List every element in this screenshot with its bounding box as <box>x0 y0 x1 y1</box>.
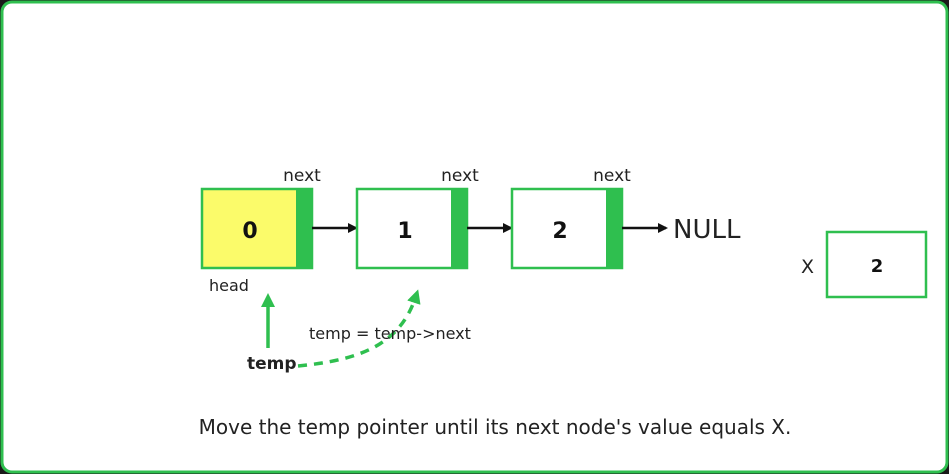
node-1-next-label: next <box>441 166 479 186</box>
list-node-0: 0 next <box>200 166 321 270</box>
node-0-data-box <box>200 187 314 270</box>
node-2-data-box <box>510 187 624 270</box>
temp-advance-arrow <box>297 289 421 368</box>
node-0-value: 0 <box>242 219 257 244</box>
x-value: 2 <box>871 256 884 277</box>
node-1-value: 1 <box>397 219 412 244</box>
node-2-next-box <box>606 189 622 268</box>
null-label: NULL <box>673 215 741 245</box>
node-0-next-label: next <box>283 166 321 186</box>
caption: Move the temp pointer until its next nod… <box>199 415 792 439</box>
node-2-value: 2 <box>552 219 567 244</box>
temp-update-label: temp = temp->next <box>309 324 471 343</box>
x-label: X <box>801 256 814 278</box>
x-value-box <box>825 230 928 299</box>
list-node-2: 2 next <box>510 166 631 270</box>
node-2-next-label: next <box>593 166 631 186</box>
node-0-next-box <box>296 189 312 268</box>
temp-label: temp <box>247 354 297 374</box>
node-1-next-box <box>451 189 467 268</box>
head-label: head <box>209 276 249 295</box>
